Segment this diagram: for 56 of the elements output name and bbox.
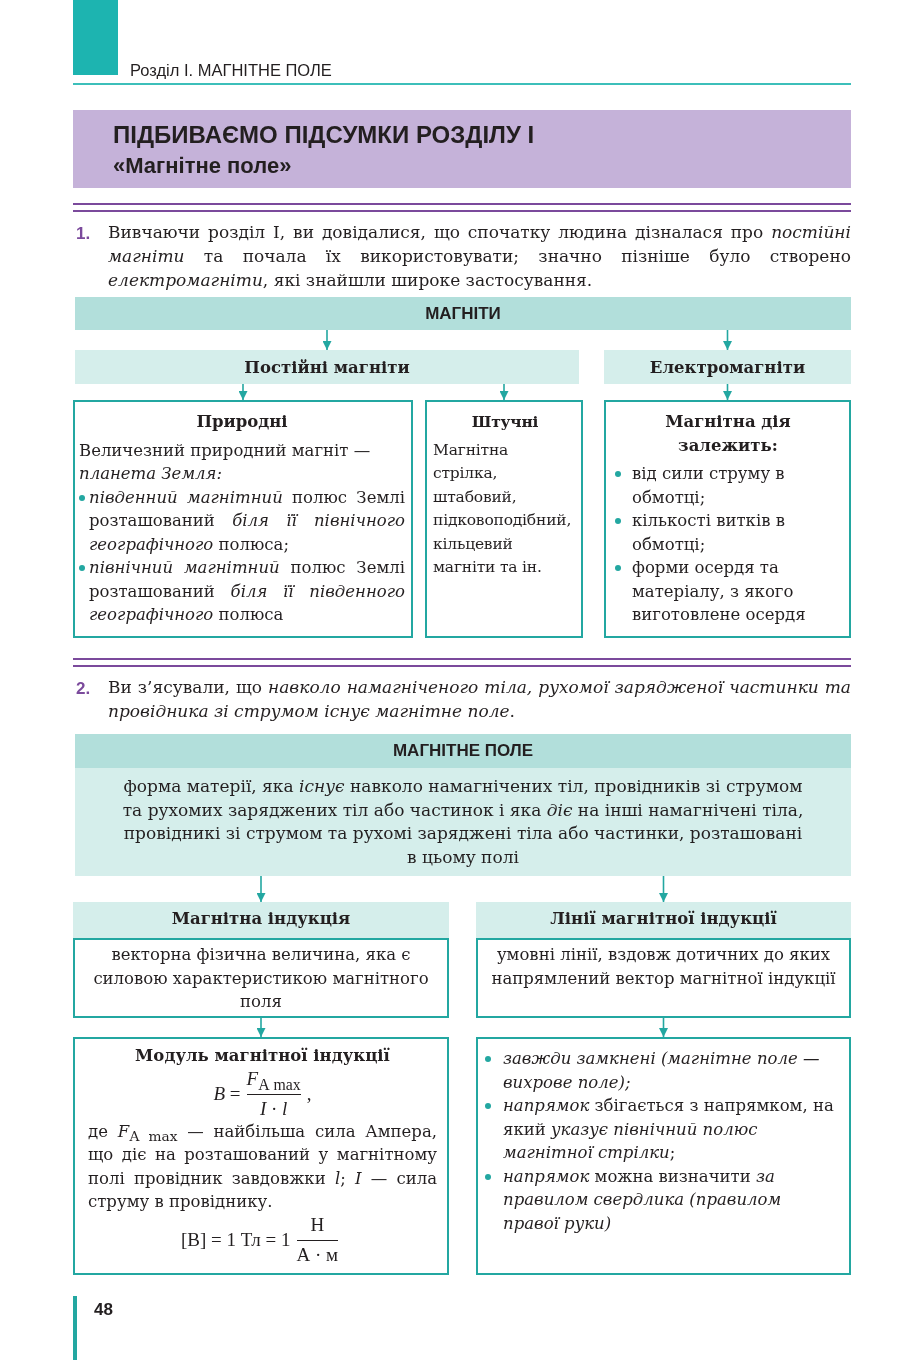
arrow [659,875,668,903]
bullet-text: кількості витків в обмотці; [632,510,787,556]
formula-text: B = [213,1083,241,1104]
paragraph-text: Вивчаючи розділ І, ви довідалися, що спочатку людина дізналася про постійні магніти та почала їх використовувати; значно пізніше було створено електромагніти, які знайшли широке застосування. [108,221,851,292]
card-heading: Магнітна індукція [171,908,351,930]
box-heading: Природні [196,411,288,433]
heading-band: МАГНІТИ [75,297,851,330]
definition-text: векторна фізична величина, яка є силовою характеристикою магнітного поля [92,944,430,1013]
page-title: ПІДБИВАЄМО ПІДСУМКИ РОЗДІЛУ І [113,120,535,150]
info-box [425,400,583,638]
arrow [256,875,266,903]
arrow [659,1017,668,1038]
page-number: 48 [94,1300,113,1320]
heading-band: МАГНІТНЕ ПОЛЕ [75,734,851,768]
arrow [322,329,332,351]
definition-panel [75,734,851,876]
heading-band: Постійні магніти [75,350,579,384]
page-subtitle: «Магнітне поле» [113,152,292,180]
bullet-text: напрямок збігається з напрямком, на який указує північний полюс магнітної стрілки; [503,1095,835,1164]
section-number: 1. [76,223,91,245]
info-box [476,1037,851,1275]
definition-text: умовні лінії, вздовж дотичних до яких напрямлений вектор магнітної індукції [490,944,837,990]
arrow [238,383,248,401]
bullet-text: північний магнітний полюс Землі розташований біля її південного географічного полюса [89,557,405,626]
box-heading: Штучні [471,411,539,433]
bullet-text: завжди замкнені (магнітне поле — вихрове поле); [503,1048,821,1094]
running-header: Розділ І. МАГНІТНЕ ПОЛЕ [130,61,332,80]
box-text: Величезний природний магніт — планета Земля: [79,439,372,485]
formula-text: [B] = 1 Тл = 1 [180,1229,291,1250]
paragraph-text: Ви з’ясували, що навколо намагніченого тіла, рухомої зарядженої частинки та провідника зі струмом існує магнітне поле. [108,676,851,723]
card-heading: Лінії магнітної індукції [550,908,777,930]
arrow [723,329,732,351]
bullet-text: напрямок можна визначити за правилом свердлика (правилом правої руки) [503,1165,783,1235]
info-box [73,1037,449,1275]
box-heading: Модуль магнітної індукції [135,1045,390,1067]
formula-text: , [306,1083,312,1104]
concept-card [73,902,449,1018]
box-text: де F$_{А max}$ — найбільша сила Ампера, що діє на розташований у магнітному полі провідник завдовжки l; I — сила струму в провіднику. [88,1120,437,1213]
arrow [256,1017,266,1038]
fraction-denominator: I · l [259,1098,288,1119]
definition-text: форма матерії, яка існує навколо намагнічених тіл, провідників зі струмом та рухомих заряджених тіл або частинок і яка діє на інші намагнічені тіла, провідникі зі струмом та рухомі заряджені тіла або частинки, розташовані в цьому полі [121,775,805,869]
section-number: 2. [76,678,91,700]
bullet-text: форми осердя та матеріалу, з якого виготовлене осердя [632,557,807,626]
fraction-numerator: F$_{А max}$ [246,1068,301,1094]
info-box [73,400,413,638]
fraction-numerator: Н [310,1214,325,1237]
concept-card [476,902,851,1018]
box-heading: Магнітна дія залежить: [664,411,792,457]
box-text: Магнітна стрілка, штабовий, підковоподібний, кільцевий магніти та ін. [433,439,573,578]
bullet-text: від сили струму в обмотці; [632,463,786,509]
arrow [499,383,509,401]
heading-band: Електромагніти [604,350,851,384]
arrow [723,383,732,401]
bullet-text: південний магнітний полюс Землі розташований біля її північного географічного полюса; [89,486,405,556]
fraction-denominator: А · м [296,1244,339,1265]
info-box [604,400,851,638]
